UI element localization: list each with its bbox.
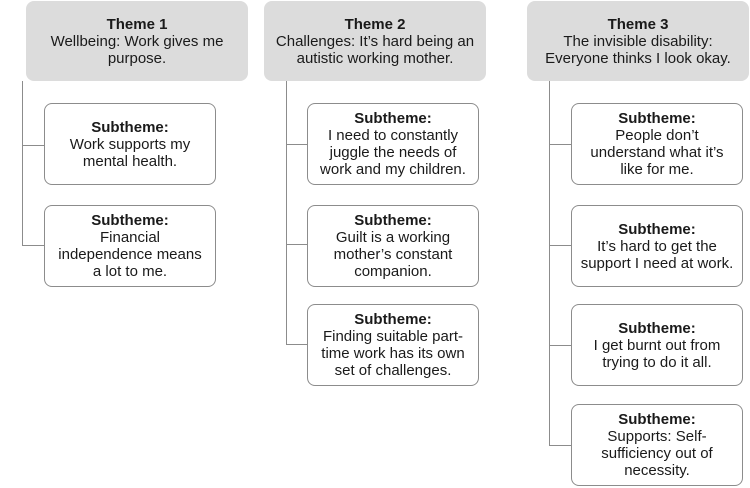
theme-1-box: Theme 1 Wellbeing: Work gives me purpose… — [26, 1, 248, 81]
subtheme-box: Subtheme: Guilt is a working mother’s co… — [307, 205, 479, 287]
subtheme-box: Subtheme: I get burnt out from trying to… — [571, 304, 743, 386]
connector-branch — [22, 145, 44, 146]
subtheme-text: Financial independence means a lot to me… — [58, 229, 202, 280]
connector-branch — [22, 245, 44, 246]
subtheme-label: Subtheme: — [618, 411, 696, 428]
connector-branch — [549, 445, 571, 446]
subtheme-text: Work supports my mental health. — [69, 135, 191, 170]
subtheme-box: Subtheme: Financial independence means a… — [44, 205, 216, 287]
theme-2-connector-trunk — [286, 81, 287, 345]
connector-branch — [286, 344, 308, 345]
connector-branch — [549, 144, 571, 145]
subtheme-label: Subtheme: — [354, 110, 432, 127]
theme-title: Theme 2 — [344, 16, 406, 33]
subtheme-label: Subtheme: — [618, 319, 696, 337]
subtheme-label: Subtheme: — [618, 110, 696, 127]
connector-branch — [286, 244, 308, 245]
subtheme-text: I need to constantly juggle the needs of… — [320, 127, 466, 178]
subtheme-label: Subtheme: — [618, 220, 696, 238]
subtheme-box: Subtheme: Supports: Self-sufficiency out… — [571, 404, 743, 486]
theme-description: Wellbeing: Work gives me purpose. — [50, 33, 224, 67]
theme-description: Challenges: It’s hard being an autistic … — [275, 33, 475, 67]
subtheme-label: Subtheme: — [354, 212, 432, 229]
subtheme-box: Subtheme: People don’t understand what i… — [571, 103, 743, 185]
subtheme-box: Subtheme: Work supports my mental health… — [44, 103, 216, 185]
subtheme-box: Subtheme: It’s hard to get the support I… — [571, 205, 743, 287]
connector-branch — [286, 144, 308, 145]
theme-2-box: Theme 2 Challenges: It’s hard being an a… — [264, 1, 486, 81]
theme-title: Theme 1 — [106, 16, 168, 33]
subtheme-text: I get burnt out from trying to do it all… — [593, 336, 721, 371]
connector-branch — [549, 245, 571, 246]
theme-1-connector-trunk — [22, 81, 23, 246]
subtheme-box: Subtheme: I need to constantly juggle th… — [307, 103, 479, 185]
theme-description: The invisible disability: Everyone think… — [545, 33, 731, 67]
subtheme-box: Subtheme: Finding suitable part-time wor… — [307, 304, 479, 386]
connector-branch — [549, 345, 571, 346]
subtheme-text: It’s hard to get the support I need at w… — [580, 237, 734, 272]
subtheme-text: People don’t understand what it’s like f… — [590, 127, 724, 178]
subtheme-text: Finding suitable part-time work has its … — [321, 328, 465, 379]
theme-title: Theme 3 — [607, 16, 669, 33]
subtheme-label: Subtheme: — [91, 212, 169, 229]
subtheme-text: Guilt is a working mother’s constant com… — [333, 229, 453, 280]
theme-3-box: Theme 3 The invisible disability: Everyo… — [527, 1, 749, 81]
subtheme-label: Subtheme: — [91, 118, 169, 136]
subtheme-text: Supports: Self-sufficiency out of necess… — [601, 428, 713, 479]
subtheme-label: Subtheme: — [354, 311, 432, 328]
theme-3-connector-trunk — [549, 81, 550, 446]
